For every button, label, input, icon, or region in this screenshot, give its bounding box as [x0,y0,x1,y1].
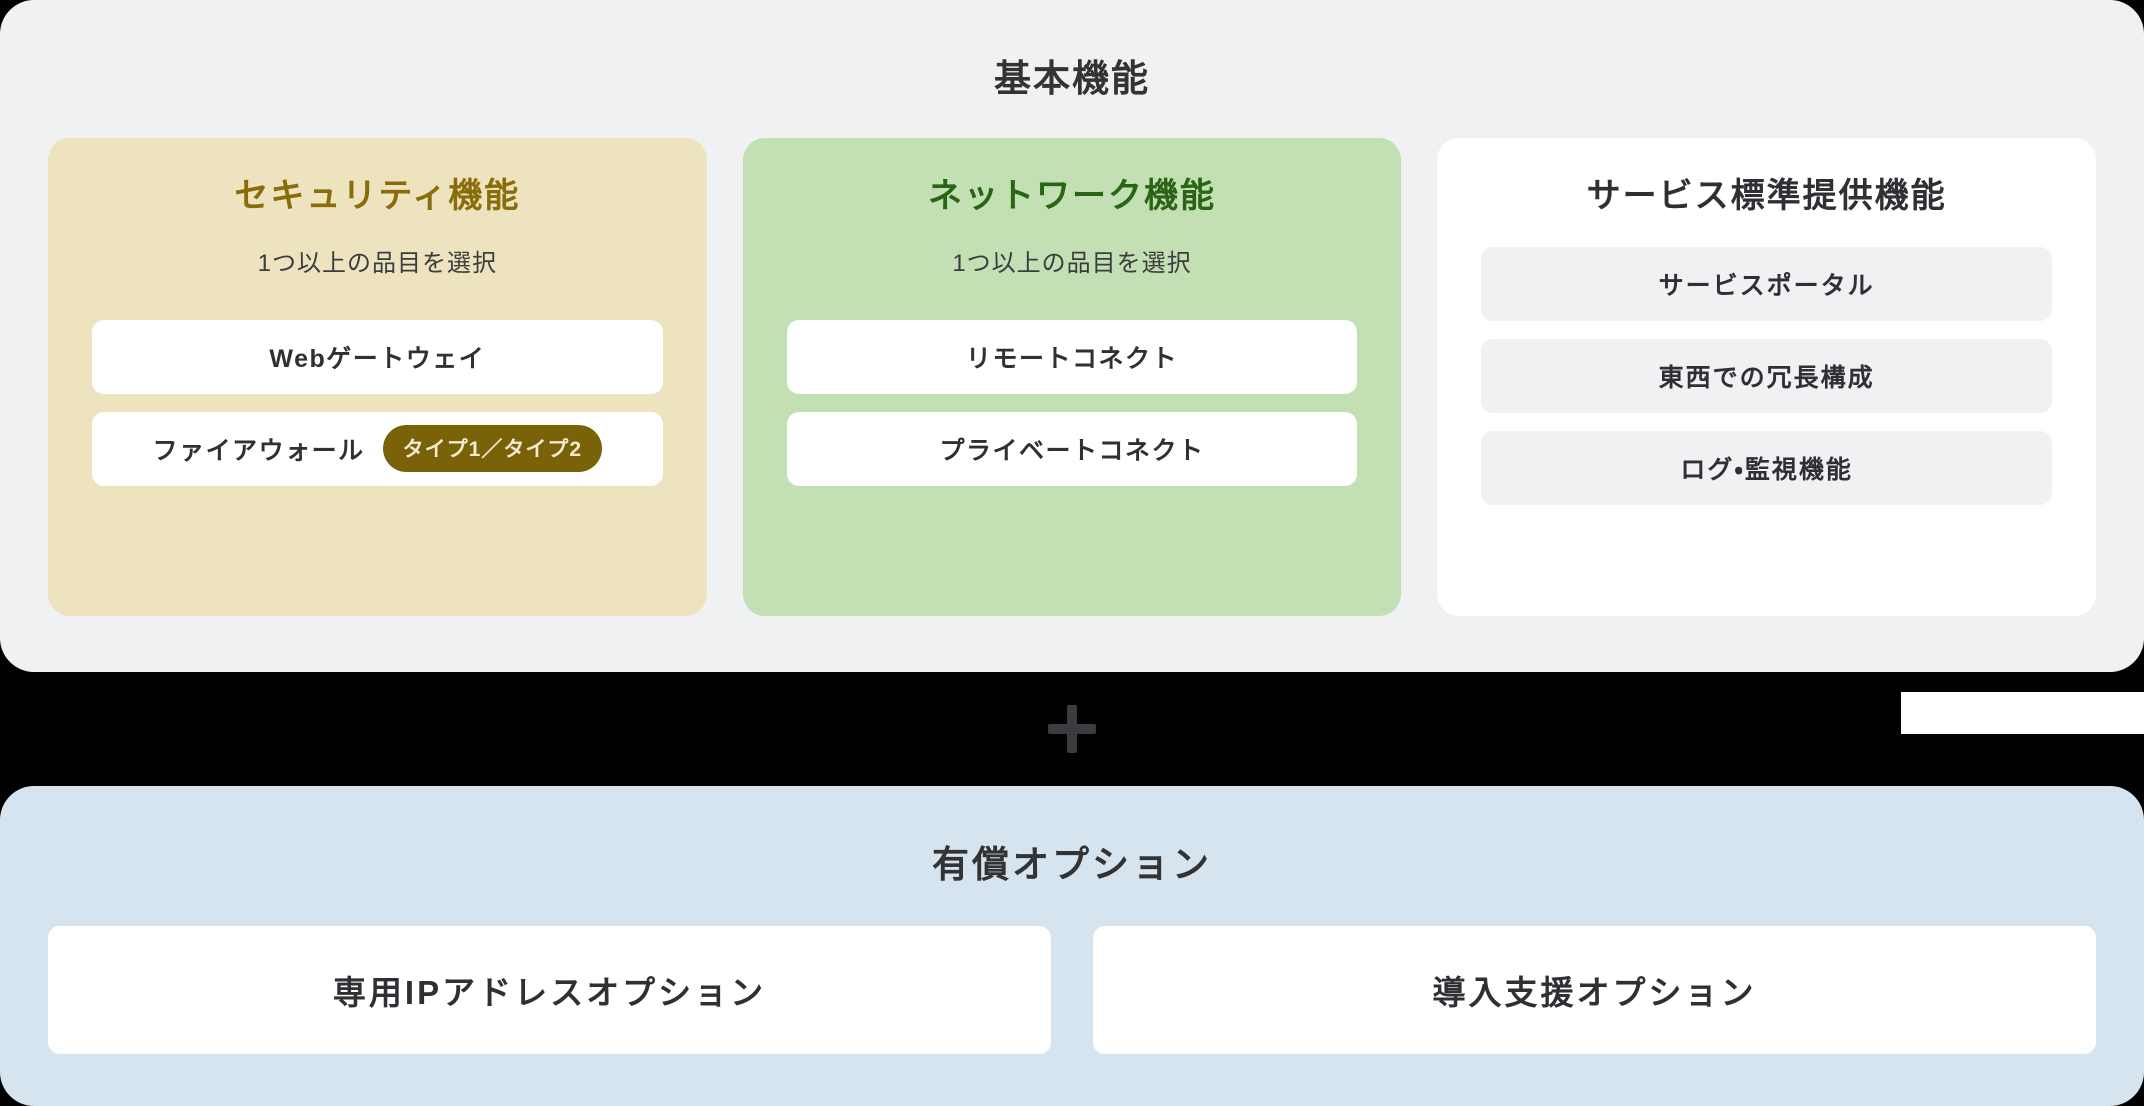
connector-band [0,672,2144,786]
card-network-title: ネットワーク機能 [928,177,1216,215]
card-network: ネットワーク機能 1つ以上の品目を選択 リモートコネクト プライベートコネクト [742,138,1402,616]
paid-options-panel: 有償オプション 専用IPアドレスオプション 導入支援オプション [0,786,2144,1106]
card-network-item-list: リモートコネクト プライベートコネクト [786,319,1358,486]
item-service-portal[interactable]: サービスポータル [1481,246,2053,321]
option-label: 専用IPアドレスオプション [332,974,767,1011]
item-east-west-redundancy[interactable]: 東西での冗長構成 [1481,338,2053,413]
item-firewall[interactable]: ファイアウォール タイプ1／タイプ2 [92,411,663,486]
item-firewall-type-badge: タイプ1／タイプ2 [382,425,603,473]
basic-features-panel: 基本機能 セキュリティ機能 1つ以上の品目を選択 Webゲートウェイ ファイアウ… [0,0,2144,672]
item-label: リモートコネクト [966,344,1179,373]
item-label: 東西での冗長構成 [1658,363,1875,392]
item-label: ログ・監視機能 [1680,455,1853,484]
item-label: サービスポータル [1658,271,1875,300]
plus-icon [1048,705,1096,753]
basic-features-title: 基本機能 [994,58,1150,99]
paid-options-title: 有償オプション [932,844,1212,885]
item-web-gateway[interactable]: Webゲートウェイ [92,319,663,394]
card-standard-service-item-list: サービスポータル 東西での冗長構成 ログ・監視機能 [1481,246,2053,505]
item-private-connect[interactable]: プライベートコネクト [786,411,1358,486]
card-security-title: セキュリティ機能 [234,177,521,215]
card-security-item-list: Webゲートウェイ ファイアウォール タイプ1／タイプ2 [92,319,663,486]
card-security: セキュリティ機能 1つ以上の品目を選択 Webゲートウェイ ファイアウォール タ… [48,138,707,616]
paid-options-row: 専用IPアドレスオプション 導入支援オプション [0,888,2144,1054]
card-standard-service: サービス標準提供機能 サービスポータル 東西での冗長構成 ログ・監視機能 [1437,138,2097,616]
card-standard-service-title: サービス標準提供機能 [1586,177,1947,215]
option-deployment-support[interactable]: 導入支援オプション [1093,926,2096,1054]
option-dedicated-ip-address[interactable]: 専用IPアドレスオプション [48,926,1051,1054]
option-label: 導入支援オプション [1432,974,1757,1011]
white-rectangle-artifact [1901,692,2144,734]
basic-features-card-row: セキュリティ機能 1つ以上の品目を選択 Webゲートウェイ ファイアウォール タ… [0,102,2144,616]
item-remote-connect[interactable]: リモートコネクト [786,319,1358,394]
item-log-monitoring[interactable]: ログ・監視機能 [1481,430,2053,505]
card-network-subtitle: 1つ以上の品目を選択 [952,249,1192,277]
item-label: プライベートコネクト [939,436,1205,465]
item-label: Webゲートウェイ [269,344,486,373]
item-label: ファイアウォール [152,436,365,465]
card-security-subtitle: 1つ以上の品目を選択 [257,249,498,277]
